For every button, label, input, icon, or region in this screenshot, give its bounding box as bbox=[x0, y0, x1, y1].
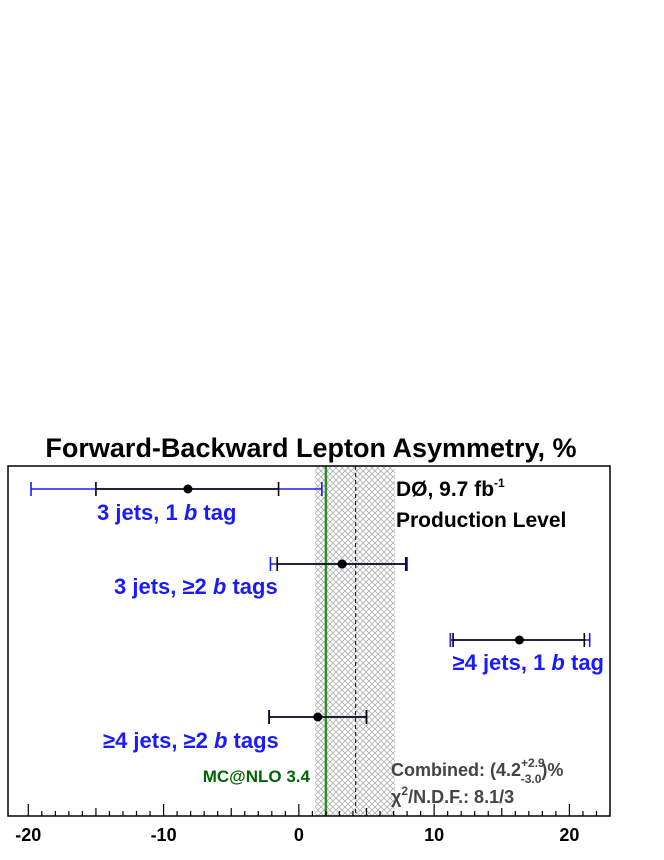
x-tick-label: 20 bbox=[559, 825, 579, 845]
label-text: 3 jets, 1 bbox=[97, 500, 184, 525]
point-label: 3 jets, ≥2 b tags bbox=[114, 574, 278, 599]
label-text: ≥4 jets, ≥2 bbox=[103, 728, 214, 753]
measurement-row: ≥4 jets, 1 b tag bbox=[449, 633, 604, 675]
combined-err-down: -3.0 bbox=[521, 772, 542, 786]
chi2-exponent: 2 bbox=[401, 784, 408, 798]
label-text: ≥4 jets, 1 bbox=[453, 650, 552, 675]
point-label: ≥4 jets, ≥2 b tags bbox=[103, 728, 279, 753]
lumi-exponent: -1 bbox=[494, 476, 505, 490]
measurement-row: ≥4 jets, ≥2 b tags bbox=[103, 710, 368, 753]
label-b: b bbox=[184, 500, 197, 525]
label-suffix: tag bbox=[197, 500, 236, 525]
x-tick-label: 0 bbox=[294, 825, 304, 845]
label-b: b bbox=[551, 650, 564, 675]
level-label: Production Level bbox=[396, 509, 566, 532]
measurement-row: 3 jets, ≥2 b tags bbox=[114, 557, 408, 599]
data-point bbox=[313, 712, 323, 722]
point-label: 3 jets, 1 b tag bbox=[97, 500, 236, 525]
combined-err-up: +2.9 bbox=[521, 756, 545, 770]
label-text: 3 jets, ≥2 bbox=[114, 574, 213, 599]
label-b: b bbox=[214, 728, 227, 753]
mc-label: MC@NLO 3.4 bbox=[203, 767, 311, 786]
experiment-label: DØ, 9.7 fb-1 bbox=[396, 476, 505, 501]
label-suffix: tags bbox=[226, 574, 277, 599]
data-point bbox=[337, 559, 347, 569]
plot-frame bbox=[7, 465, 611, 817]
measurement-row: 3 jets, 1 b tag bbox=[30, 482, 323, 525]
combined-band bbox=[315, 466, 395, 816]
x-tick-label: 10 bbox=[424, 825, 444, 845]
x-axis: -20 -10 0 10 20 bbox=[15, 804, 598, 845]
x-tick-label: -10 bbox=[151, 825, 177, 845]
combined-label: Combined: (4.2+2.9 -3.0)% bbox=[391, 756, 563, 786]
point-label: ≥4 jets, 1 b tag bbox=[453, 650, 604, 675]
data-point bbox=[183, 484, 193, 494]
label-b: b bbox=[213, 574, 226, 599]
label-suffix: tags bbox=[227, 728, 278, 753]
combined-prefix: Combined: (4.2 bbox=[391, 760, 521, 780]
experiment-name: DØ, 9.7 fb bbox=[396, 478, 494, 501]
combined-suffix: )% bbox=[541, 760, 563, 780]
x-tick-label: -20 bbox=[15, 825, 41, 845]
chi2-rest: /N.D.F.: 8.1/3 bbox=[408, 787, 514, 807]
chi2-label: χ2/N.D.F.: 8.1/3 bbox=[391, 784, 514, 807]
label-suffix: tag bbox=[565, 650, 604, 675]
chi-symbol: χ bbox=[391, 787, 402, 807]
data-point bbox=[514, 635, 524, 645]
chart-title: Forward-Backward Lepton Asymmetry, % bbox=[45, 433, 576, 463]
